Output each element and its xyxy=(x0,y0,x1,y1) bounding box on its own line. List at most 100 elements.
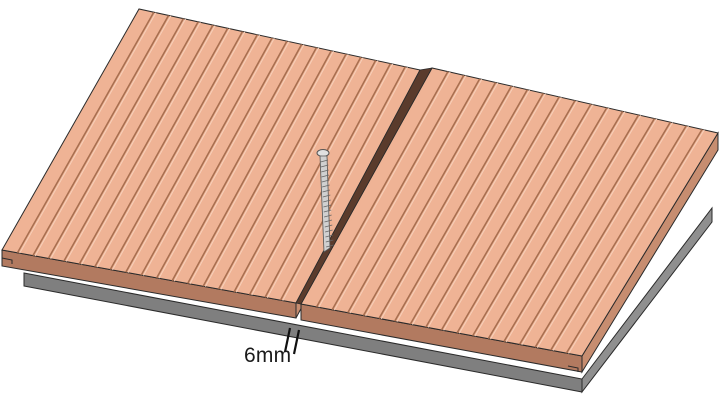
right-rib-highlight-4 xyxy=(365,82,499,317)
right-rib-highlight-12 xyxy=(490,111,626,340)
screw-shank xyxy=(319,155,331,253)
screw-thread-mark xyxy=(322,194,331,198)
right-rib-highlight-15 xyxy=(536,122,673,348)
left-rib-highlight-3 xyxy=(50,18,187,260)
left-rib-highlight-18 xyxy=(282,66,408,301)
left-groove-4 xyxy=(63,21,199,262)
right-rib-highlight-6 xyxy=(396,89,530,322)
left-groove-12 xyxy=(186,47,318,284)
right-rib-highlight-16 xyxy=(552,125,689,351)
left-rib-highlight-8 xyxy=(127,34,260,273)
screw-thread-mark xyxy=(325,234,334,238)
dimension-tick-right xyxy=(292,329,301,355)
right-groove-14 xyxy=(518,118,656,345)
left-rib-highlight-10 xyxy=(158,41,290,279)
dimension-tick-left xyxy=(283,327,292,353)
right-groove-6 xyxy=(393,89,529,322)
joist-right-face xyxy=(581,206,713,394)
right-groove-16 xyxy=(550,125,687,351)
left-rib-highlight-7 xyxy=(112,31,246,271)
right-rib-highlight-14 xyxy=(521,118,658,346)
right-groove-3 xyxy=(347,78,481,314)
right-groove-13 xyxy=(503,114,640,342)
screw-head xyxy=(316,149,330,157)
left-rib-highlight-9 xyxy=(143,38,275,276)
screw-thread-mark xyxy=(324,214,332,218)
right-rib-highlight-13 xyxy=(505,115,642,343)
left-rib-highlight-12 xyxy=(189,47,320,285)
screw-thread-mark xyxy=(321,179,330,183)
left-rib-highlight-2 xyxy=(34,15,172,257)
left-groove-2 xyxy=(32,15,170,256)
screw-thread-mark xyxy=(320,159,329,163)
right-rib-highlight-9 xyxy=(443,100,578,331)
left-rib-highlight-5 xyxy=(81,25,216,265)
left-rib-highlight-15 xyxy=(235,57,364,293)
left-rib-highlight-17 xyxy=(266,63,394,299)
screw-thread-mark xyxy=(323,204,332,208)
right-rib-highlight-2 xyxy=(333,75,467,311)
left-rib-highlight-13 xyxy=(204,50,334,287)
left-groove-13 xyxy=(202,50,332,287)
screw-thread-mark xyxy=(323,199,331,203)
right-groove-9 xyxy=(440,100,576,331)
left-rib-highlight-11 xyxy=(173,44,305,282)
screw-thread-mark xyxy=(324,224,333,228)
right-groove-12 xyxy=(487,110,624,340)
screw-thread-mark xyxy=(323,209,332,213)
left-rib-highlight-6 xyxy=(96,28,231,268)
left-groove-8 xyxy=(125,34,259,273)
gap-dimension-marks xyxy=(283,327,301,355)
left-groove-14 xyxy=(217,53,347,290)
right-rib-highlight-7 xyxy=(412,93,546,325)
left-rib-highlight-16 xyxy=(251,60,379,296)
screw-thread-mark xyxy=(325,229,333,233)
right-rib-highlight-17 xyxy=(568,129,705,354)
screw-thread-mark xyxy=(322,184,330,188)
right-rib-highlight-3 xyxy=(349,78,483,314)
right-tongue-notch xyxy=(567,365,579,372)
left-tongue-notch xyxy=(1,257,13,264)
right-groove-11 xyxy=(472,107,608,337)
right-groove-1 xyxy=(315,71,449,308)
right-groove-7 xyxy=(409,92,544,325)
screw-thread-mark xyxy=(322,189,331,193)
left-rib-highlight-1 xyxy=(19,12,157,254)
left-groove-11 xyxy=(171,43,303,282)
right-rib-highlight-1 xyxy=(318,71,451,308)
screw-thread-mark xyxy=(321,174,330,178)
right-board xyxy=(300,67,719,374)
screw-thread-mark xyxy=(324,219,333,223)
left-groove-16 xyxy=(248,59,377,296)
left-groove-1 xyxy=(16,11,155,254)
right-rib-highlight-8 xyxy=(427,97,562,328)
right-rib-highlight-10 xyxy=(458,104,594,334)
left-groove-18 xyxy=(279,66,406,301)
gap-dimension-label: 6mm xyxy=(244,344,292,367)
right-groove-17 xyxy=(565,128,703,354)
left-groove-3 xyxy=(47,18,185,259)
left-rib-highlight-14 xyxy=(220,54,349,290)
right-groove-4 xyxy=(362,82,497,316)
screw-thread-mark xyxy=(320,164,329,168)
left-groove-15 xyxy=(233,56,362,293)
joist-base xyxy=(23,206,713,394)
left-groove-7 xyxy=(109,31,244,270)
left-groove-5 xyxy=(78,24,214,265)
left-board-grooves xyxy=(16,11,408,301)
left-groove-9 xyxy=(140,37,273,276)
right-groove-8 xyxy=(425,96,560,328)
left-groove-10 xyxy=(156,40,288,279)
right-board-grooves xyxy=(315,71,705,354)
left-groove-6 xyxy=(94,27,229,268)
right-rib-highlight-5 xyxy=(380,86,515,320)
right-groove-2 xyxy=(331,74,465,311)
screw-thread-mark xyxy=(321,169,329,173)
screw xyxy=(316,149,334,253)
right-groove-10 xyxy=(456,103,592,334)
right-groove-15 xyxy=(534,121,672,348)
left-rib-highlight-4 xyxy=(65,21,201,262)
screw-thread-mark xyxy=(325,239,334,243)
right-groove-5 xyxy=(378,85,513,319)
